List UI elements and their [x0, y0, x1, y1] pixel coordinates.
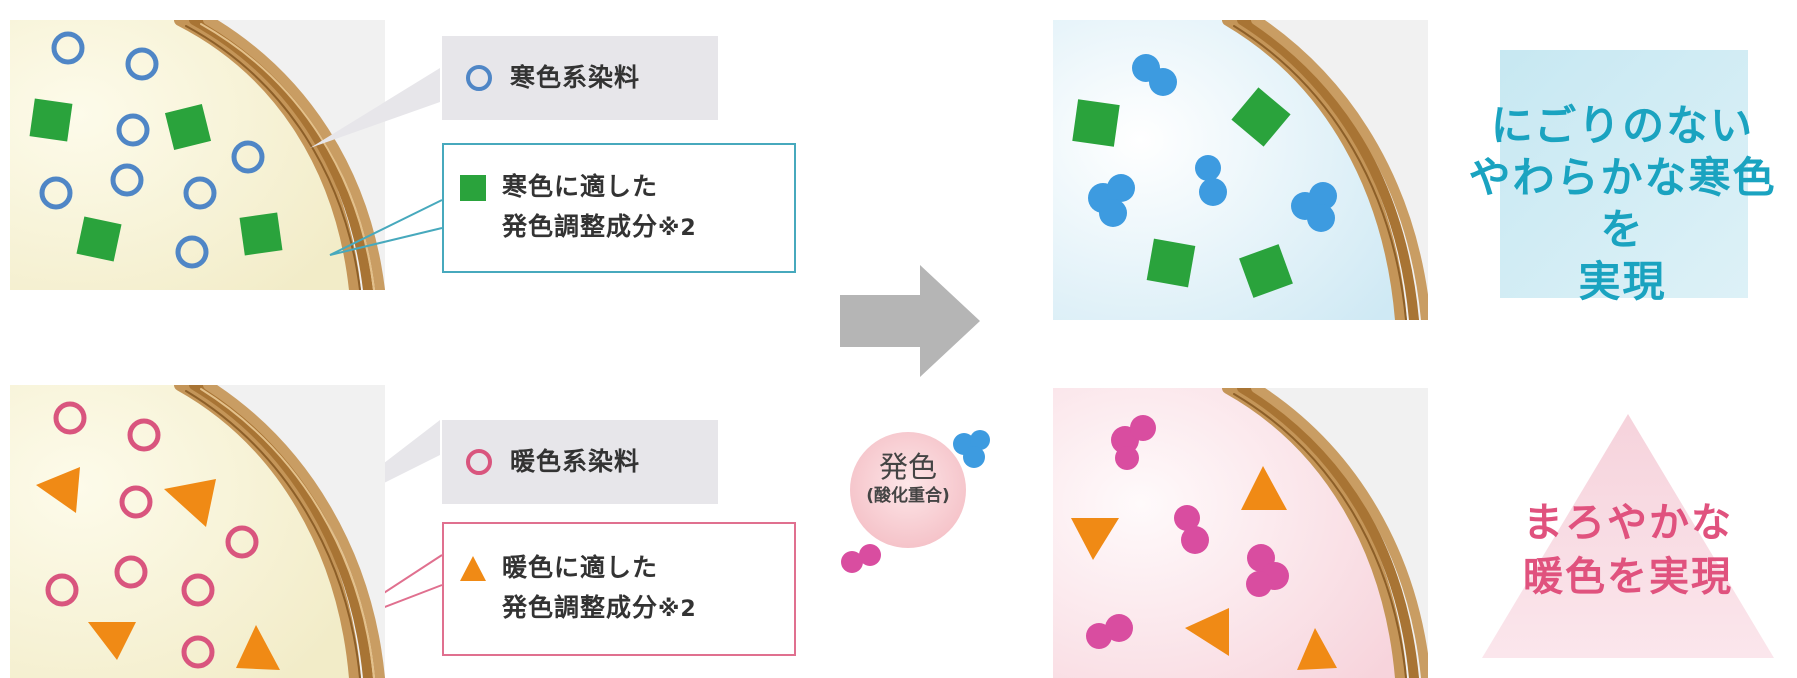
warm-after-panel — [1053, 388, 1428, 678]
hollow-circle-icon — [466, 65, 492, 91]
green-square-icon — [460, 175, 486, 201]
warm-component-label-line2: 発色調整成分 — [502, 593, 659, 622]
warm-result-triangle — [1482, 414, 1774, 658]
hair-strands — [1222, 388, 1428, 678]
dye-marker — [181, 573, 215, 607]
cool-component-callout: 寒色に適した 発色調整成分※2 — [442, 143, 796, 273]
warm-dye-label: 暖色系染料 — [510, 447, 641, 476]
cool-result-line1: にごりのない — [1490, 101, 1755, 150]
cool-component-marker — [1146, 238, 1196, 288]
developed-pigment — [1132, 54, 1177, 96]
warm-component-marker — [1297, 628, 1337, 670]
warm-dye-callout: 暖色系染料 — [442, 420, 718, 504]
dye-marker — [183, 176, 217, 210]
warm-component-marker — [36, 467, 80, 513]
warm-component-note: ※2 — [658, 597, 697, 622]
warm-before-panel — [10, 385, 385, 678]
cool-result-line3: 実現 — [1578, 257, 1667, 306]
cool-dye-label: 寒色系染料 — [510, 63, 641, 92]
developed-pigment — [1088, 174, 1135, 227]
cool-component-note: ※2 — [658, 216, 697, 241]
warm-component-marker — [1241, 466, 1287, 510]
dye-marker — [175, 235, 209, 269]
component-callout-pointer — [329, 199, 443, 256]
warm-component-marker — [164, 479, 216, 527]
cool-component-marker — [1072, 99, 1120, 147]
dye-marker — [110, 163, 144, 197]
cool-component-marker — [164, 103, 212, 151]
orange-triangle-icon — [460, 556, 486, 581]
cool-result-box — [1500, 50, 1748, 298]
warm-result-line1: まろやかな — [1523, 500, 1733, 546]
warm-after-illustration — [1053, 388, 1428, 678]
developed-pigment — [1195, 155, 1227, 206]
cool-component-marker — [1239, 244, 1293, 298]
dye-marker — [53, 401, 87, 435]
dye-marker — [231, 140, 265, 174]
cool-component-marker — [29, 98, 73, 142]
dye-callout-pointer — [310, 68, 440, 148]
dye-marker — [119, 485, 153, 519]
warm-before-illustration — [10, 385, 385, 678]
developed-pigment — [1246, 544, 1289, 597]
dye-marker — [127, 418, 161, 452]
cool-component-marker — [239, 212, 283, 256]
cool-after-illustration — [1053, 20, 1428, 320]
dye-marker — [45, 573, 79, 607]
process-bubble: 発色 (酸化重合) — [838, 420, 978, 560]
warm-result-line2: 暖色を実現 — [1523, 554, 1733, 600]
dye-marker — [125, 47, 159, 81]
blue-pigment-icon — [953, 430, 990, 468]
dye-marker — [39, 176, 73, 210]
cool-result-line2: やわらかな寒色を — [1468, 153, 1777, 254]
cool-dye-callout: 寒色系染料 — [442, 36, 718, 120]
warm-component-callout: 暖色に適した 発色調整成分※2 — [442, 522, 796, 656]
developed-pigment — [1086, 614, 1133, 649]
cool-component-marker — [1231, 87, 1291, 147]
hollow-circle-icon — [466, 449, 492, 475]
hair-strands — [1222, 20, 1428, 320]
developed-pigment — [1111, 415, 1156, 470]
dye-marker — [116, 113, 150, 147]
process-label: 発色 — [878, 450, 937, 484]
cool-before-illustration — [10, 20, 385, 290]
hair-strands — [174, 20, 385, 290]
dye-marker — [114, 555, 148, 589]
cool-component-label-line1: 寒色に適した — [502, 172, 659, 201]
warm-component-marker — [236, 625, 280, 670]
cool-before-panel — [10, 20, 385, 290]
pink-pigment-icon — [841, 544, 881, 573]
developed-pigment — [1174, 505, 1209, 554]
right-arrow-icon — [840, 265, 980, 377]
hair-strands — [174, 385, 385, 678]
cool-result-text: にごりのない やわらかな寒色を 実現 — [1448, 100, 1797, 308]
warm-result-text: まろやかな 暖色を実現 — [1478, 496, 1778, 604]
process-bubble-graphic — [850, 432, 966, 548]
dye-marker — [181, 635, 215, 669]
warm-component-marker — [1071, 518, 1119, 560]
dye-marker — [225, 525, 259, 559]
dye-marker — [51, 31, 85, 65]
developed-pigment — [1291, 182, 1337, 232]
warm-component-marker — [88, 622, 136, 660]
warm-component-marker — [1185, 608, 1229, 656]
warm-component-label-line1: 暖色に適した — [502, 553, 659, 582]
cool-component-marker — [76, 216, 122, 262]
process-sublabel: (酸化重合) — [866, 486, 950, 506]
cool-component-label-line2: 発色調整成分 — [502, 212, 659, 241]
cool-after-panel — [1053, 20, 1428, 320]
